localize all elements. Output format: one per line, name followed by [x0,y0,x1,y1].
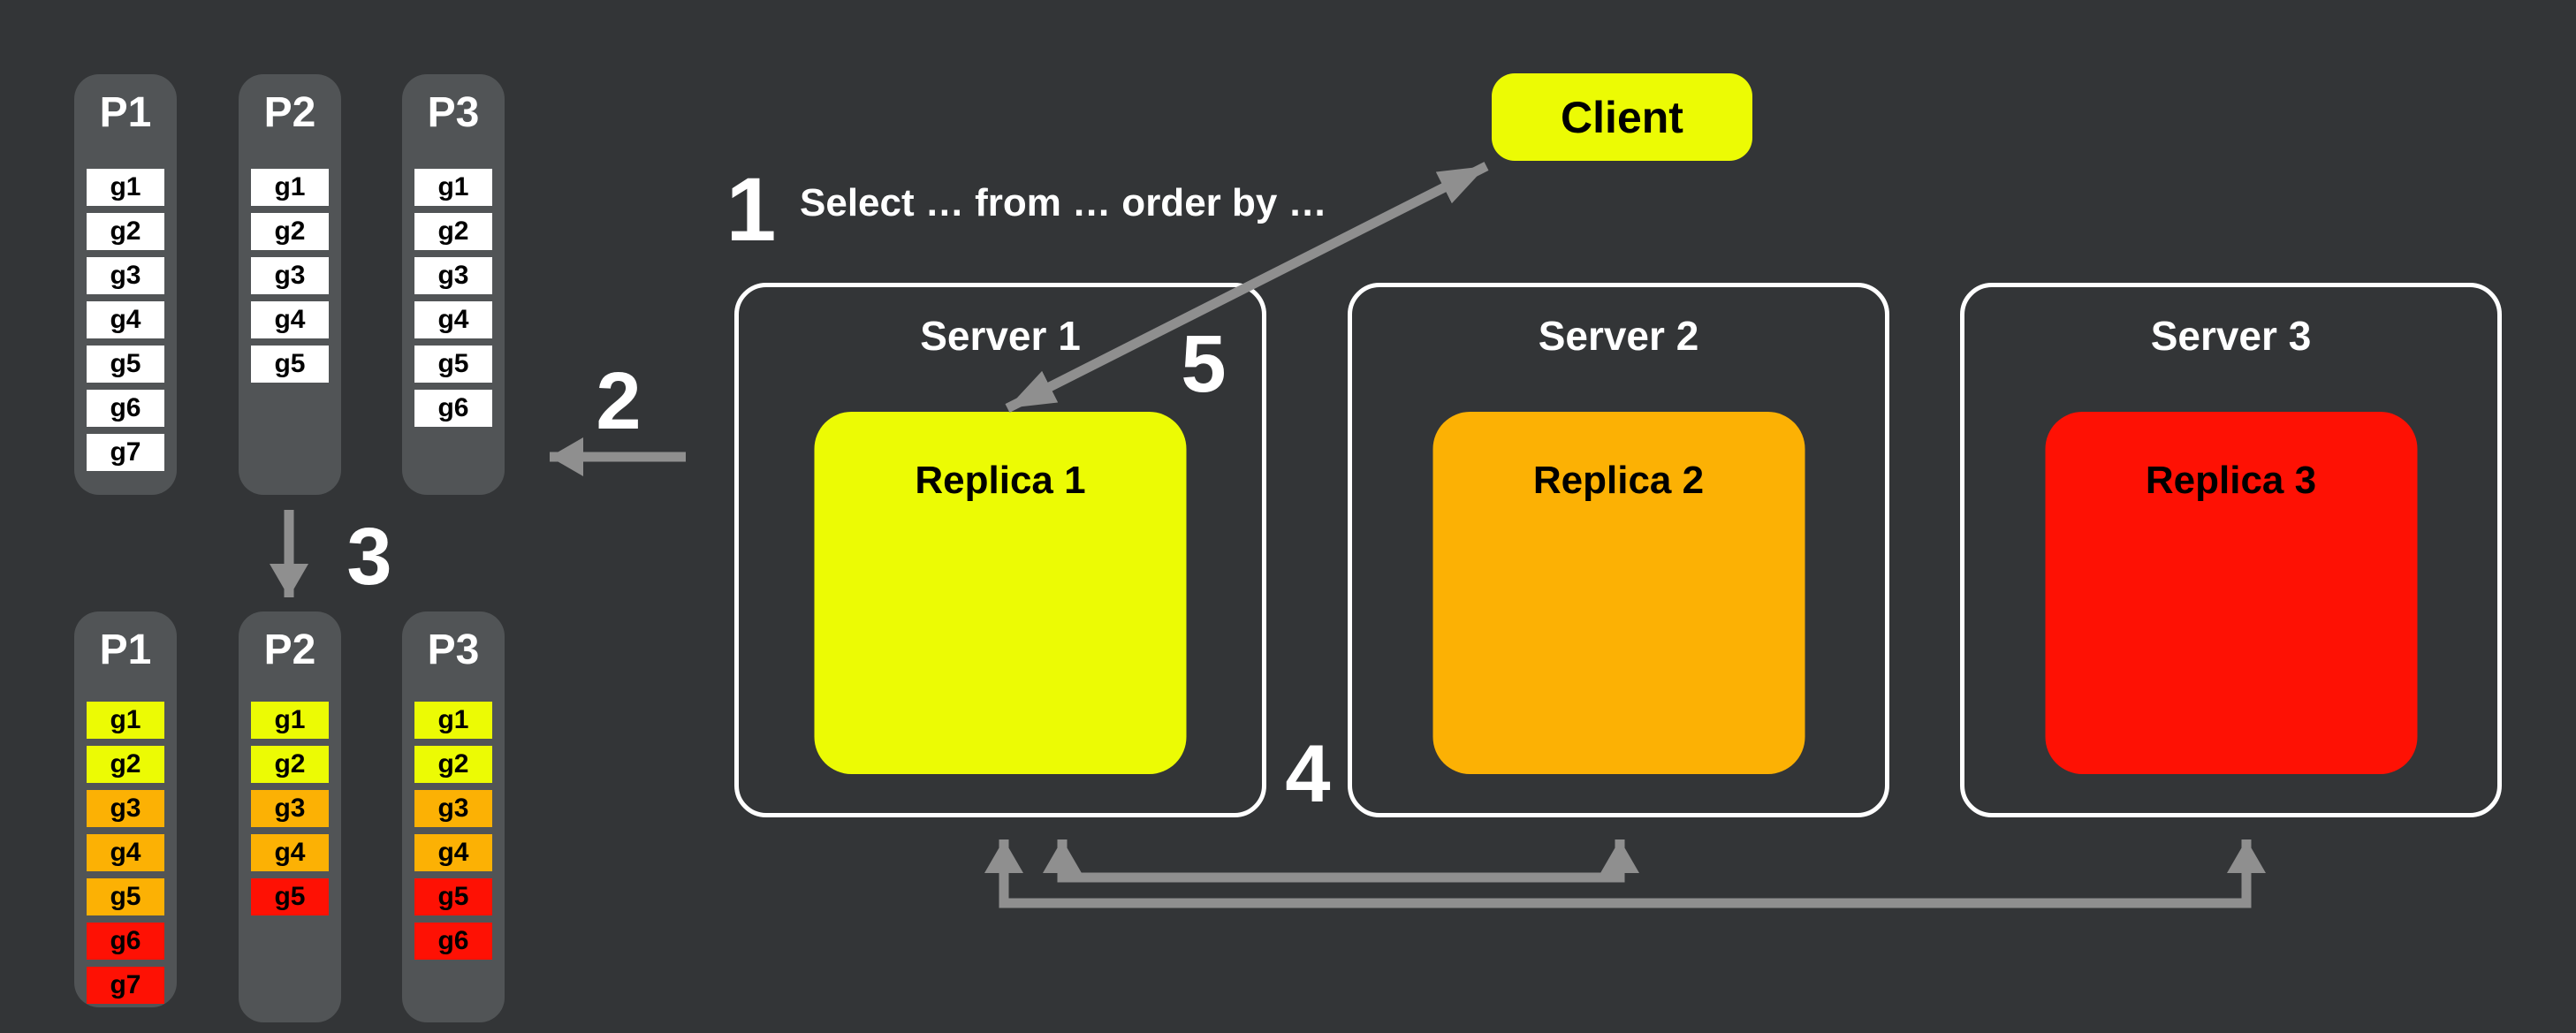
server-label: Server 1 [920,313,1081,359]
query-text: Select … from … order by … [800,181,1327,224]
group-cell: g2 [414,746,492,783]
group-cell: g4 [414,301,492,338]
replica-label: Replica 3 [2145,459,2317,502]
group-cell: g5 [87,878,164,915]
server-label: Server 3 [2150,313,2312,359]
step-2-number: 2 [596,356,642,446]
group-cell: g6 [87,923,164,960]
group-list: g1 g2 g3 g4 g5 g6 [414,169,492,434]
partition-label: P2 [263,627,316,673]
partition-sorted-p3: P3 g1 g2 g3 g4 g5 g6 [402,611,505,1022]
step-4-number: 4 [1285,729,1331,819]
group-cell: g3 [87,257,164,294]
group-cell: g2 [251,213,329,250]
client-box: Client [1492,73,1752,161]
group-cell: g2 [251,746,329,783]
replica-3-box: Replica 3 [2045,412,2417,774]
group-cell: g4 [87,834,164,871]
group-cell: g1 [414,702,492,739]
partition-unsorted-p2: P2 g1 g2 g3 g4 g5 [239,74,341,495]
group-list: g1 g2 g3 g4 g5 g6 [414,702,492,967]
group-cell: g1 [251,169,329,206]
group-cell: g4 [414,834,492,871]
replica-2-box: Replica 2 [1432,412,1805,774]
partition-unsorted-p3: P3 g1 g2 g3 g4 g5 g6 [402,74,505,495]
replica-label: Replica 2 [1532,459,1705,502]
group-list: g1 g2 g3 g4 g5 [251,169,329,390]
group-list: g1 g2 g3 g4 g5 g6 g7 [87,702,164,1011]
partition-label: P3 [427,89,480,136]
server1-server2-bracket-arrow [1043,839,1639,883]
partition-label: P1 [99,89,152,136]
group-cell: g1 [87,169,164,206]
server-label: Server 2 [1538,313,1699,359]
group-cell: g6 [414,923,492,960]
group-cell: g7 [87,967,164,1004]
group-cell: g4 [251,834,329,871]
group-cell: g2 [414,213,492,250]
replica-label: Replica 1 [915,459,1086,502]
group-cell: g1 [251,702,329,739]
step-1-number: 1 [726,159,777,260]
group-cell: g5 [414,346,492,383]
group-cell: g2 [87,746,164,783]
step-3-number: 3 [346,512,392,602]
group-cell: g3 [87,790,164,827]
group-cell: g1 [87,702,164,739]
group-cell: g3 [251,790,329,827]
group-cell: g5 [87,346,164,383]
partition-unsorted-p1: P1 g1 g2 g3 g4 g5 g6 g7 [74,74,177,495]
server-2-box: Server 2 Replica 2 [1348,283,1889,817]
replica-1-box: Replica 1 [814,412,1187,774]
partition-sorted-p1: P1 g1 g2 g3 g4 g5 g6 g7 [74,611,177,1007]
partition-label: P3 [427,627,480,673]
group-cell: g7 [87,434,164,471]
group-cell: g5 [251,346,329,383]
group-cell: g6 [87,390,164,427]
group-list: g1 g2 g3 g4 g5 g6 g7 [87,169,164,478]
group-cell: g4 [251,301,329,338]
group-cell: g2 [87,213,164,250]
group-cell: g1 [414,169,492,206]
partition-sorted-p2: P2 g1 g2 g3 g4 g5 [239,611,341,1022]
server-3-box: Server 3 Replica 3 [1960,283,2502,817]
group-cell: g3 [414,790,492,827]
server1-server3-bracket-arrow [984,839,2266,908]
group-list: g1 g2 g3 g4 g5 [251,702,329,923]
group-cell: g3 [414,257,492,294]
group-cell: g4 [87,301,164,338]
group-cell: g5 [251,878,329,915]
group-cell: g3 [251,257,329,294]
group-cell: g5 [414,878,492,915]
partition-label: P2 [263,89,316,136]
partition-label: P1 [99,627,152,673]
server-1-box: Server 1 Replica 1 [734,283,1266,817]
group-cell: g6 [414,390,492,427]
